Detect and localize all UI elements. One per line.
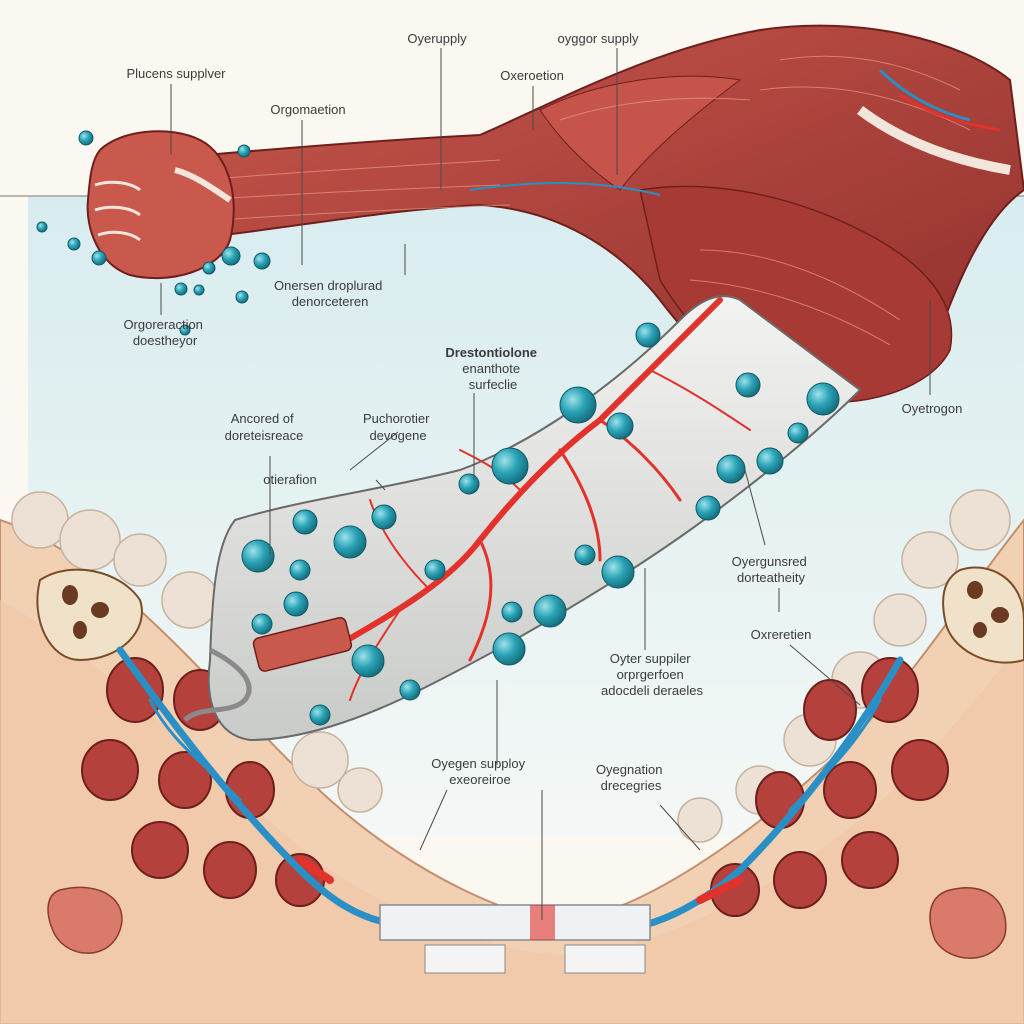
label-l16: Oyegen supploy exeoreiroe — [431, 756, 529, 787]
label-l17: Oyegnation drecegries — [596, 762, 666, 793]
label-l12: otierafion — [263, 472, 316, 487]
label-l2: Oyerupply — [407, 31, 467, 46]
label-l10: Ancored of doreteisreace — [225, 411, 304, 443]
label-l3: oyggor supply — [558, 31, 639, 46]
leader-lines — [160, 48, 931, 920]
oxygen-bubbles — [36, 130, 840, 726]
label-l8: Drestontiolone enanthote surfeclie — [445, 345, 540, 392]
label-l7: Orgoreraction doestheyor — [123, 317, 206, 348]
label-l11: Puchorotier devogene — [363, 411, 433, 443]
label-l14: Oxreretien — [751, 627, 812, 642]
label-l5: Orgomaetion — [270, 102, 345, 117]
label-l15: Oyter suppiler orprgerfoen adocdeli dera… — [601, 651, 703, 698]
label-l9: Oyetrogon — [902, 401, 963, 416]
fist — [86, 130, 235, 279]
label-l13: Oyergunsred dorteatheity — [732, 554, 811, 585]
labels: Plucens supplver Oyerupply oyggor supply… — [123, 31, 962, 793]
label-l4: Oxeroetion — [500, 68, 564, 83]
label-l6: Onersen droplurad denorceteren — [274, 278, 386, 309]
label-l1: Plucens supplver — [127, 66, 227, 81]
